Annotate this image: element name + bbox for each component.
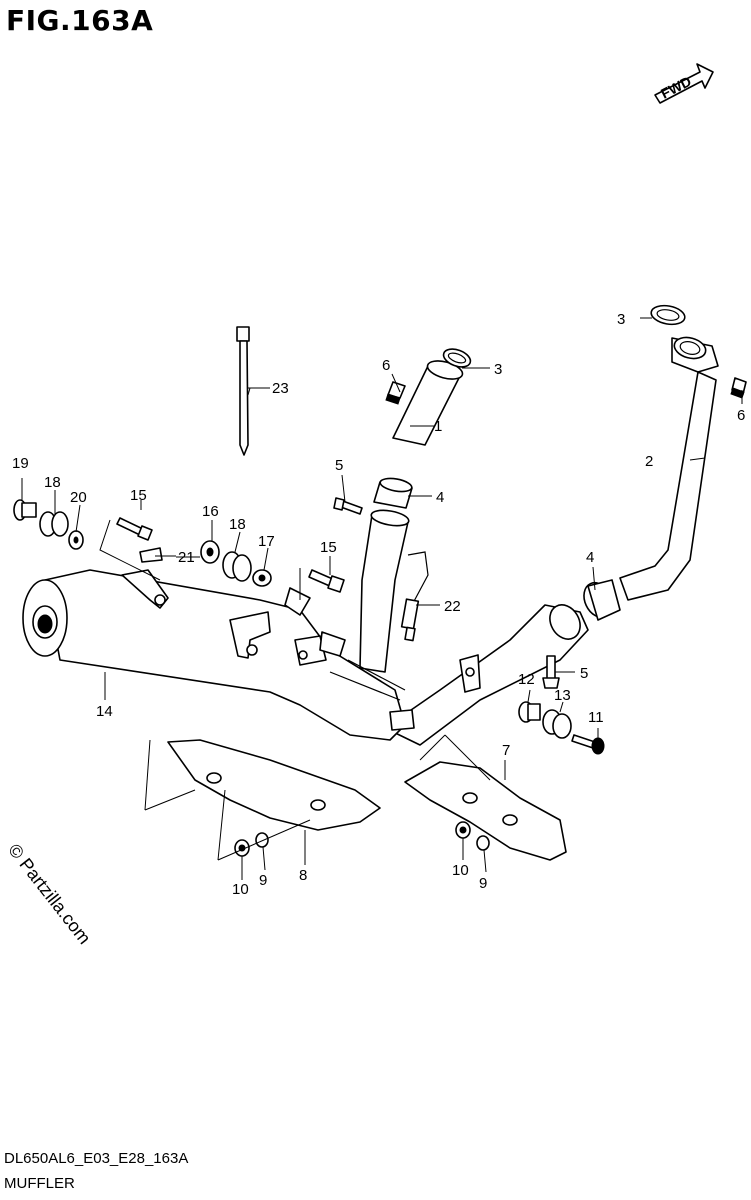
heat-shield-part-7 <box>404 761 567 861</box>
callout-5-center: 5 <box>335 457 343 474</box>
callout-10-right: 10 <box>452 862 469 879</box>
callout-6-rear: 6 <box>737 407 745 424</box>
collar-part-17 <box>252 569 272 587</box>
callout-4-rear: 4 <box>586 549 594 566</box>
bolt-part-12 <box>518 701 541 723</box>
leader-lines <box>21 317 743 880</box>
callout-10-left: 10 <box>232 881 249 898</box>
heat-shield-part-8 <box>167 739 381 831</box>
cushion-part-13 <box>542 709 572 739</box>
callout-16: 16 <box>202 503 219 520</box>
callout-23: 23 <box>272 380 289 397</box>
washer-part-20 <box>68 530 84 550</box>
exhaust-gasket-part-4-center <box>373 477 413 509</box>
collector-pipe <box>384 604 589 746</box>
exhaust-pipe-no2-part-2 <box>619 336 719 601</box>
callout-13: 13 <box>554 687 571 704</box>
fwd-label: FWD <box>658 73 694 102</box>
section-name: MUFFLER <box>4 1175 75 1192</box>
center-downpipe <box>359 509 429 673</box>
bolt-part-5-center <box>333 497 363 515</box>
figure-title: FIG.163A <box>6 4 154 37</box>
callout-11: 11 <box>588 709 604 726</box>
diagram-code: DL650AL6_E03_E28_163A <box>4 1150 189 1167</box>
callout-6-center: 6 <box>382 357 390 374</box>
bolt-part-15-center <box>308 569 345 593</box>
callout-9-right: 9 <box>479 875 487 892</box>
callout-15-center: 15 <box>320 539 337 556</box>
exhaust-pipe-no1-part-1 <box>392 348 472 446</box>
callout-labels: 1 2 3 3 4 4 5 5 6 6 7 8 9 9 10 10 11 12 … <box>12 311 745 898</box>
bolt-part-15-upper <box>116 517 153 541</box>
callout-9-left: 9 <box>259 872 267 889</box>
clip-part-21 <box>139 547 163 563</box>
callout-3-rear: 3 <box>617 311 625 328</box>
callout-21: 21 <box>178 549 195 566</box>
bolt-part-6-center <box>385 381 406 405</box>
cushion-part-16 <box>200 540 220 564</box>
bolt-part-11 <box>571 734 605 755</box>
callout-22: 22 <box>444 598 461 615</box>
callout-7: 7 <box>502 742 510 759</box>
callout-3-center: 3 <box>494 361 502 378</box>
exhaust-gasket-part-4-rear <box>583 579 621 621</box>
cushion-part-18-center <box>222 551 252 582</box>
callout-14: 14 <box>96 703 113 720</box>
callout-20: 20 <box>70 489 87 506</box>
callout-4-center: 4 <box>436 489 444 506</box>
cushion-part-18-left <box>39 511 69 537</box>
screw-part-9-left <box>255 832 269 848</box>
nut-part-10-left <box>234 839 250 857</box>
screw-part-9-right <box>476 835 490 851</box>
callout-15-left: 15 <box>130 487 147 504</box>
callout-18-left: 18 <box>44 474 61 491</box>
gasket-part-3-rear <box>650 304 686 326</box>
callout-1: 1 <box>434 418 442 435</box>
callout-5-rear: 5 <box>580 665 588 682</box>
callout-2: 2 <box>645 453 653 470</box>
callout-19: 19 <box>12 455 29 472</box>
bolt-part-5-rear <box>542 655 560 689</box>
nut-part-10-right <box>455 821 471 839</box>
forward-direction-arrow: FWD <box>654 63 714 104</box>
bolt-part-19 <box>13 499 37 521</box>
callout-8: 8 <box>299 867 307 884</box>
callout-18-center: 18 <box>229 516 246 533</box>
muffler-part-14 <box>22 569 415 741</box>
cable-tie-part-23 <box>236 326 250 456</box>
callout-17: 17 <box>258 533 275 550</box>
bolt-part-6-rear <box>730 377 747 399</box>
oxygen-sensor-part-22 <box>400 598 420 642</box>
callout-12: 12 <box>518 671 535 688</box>
